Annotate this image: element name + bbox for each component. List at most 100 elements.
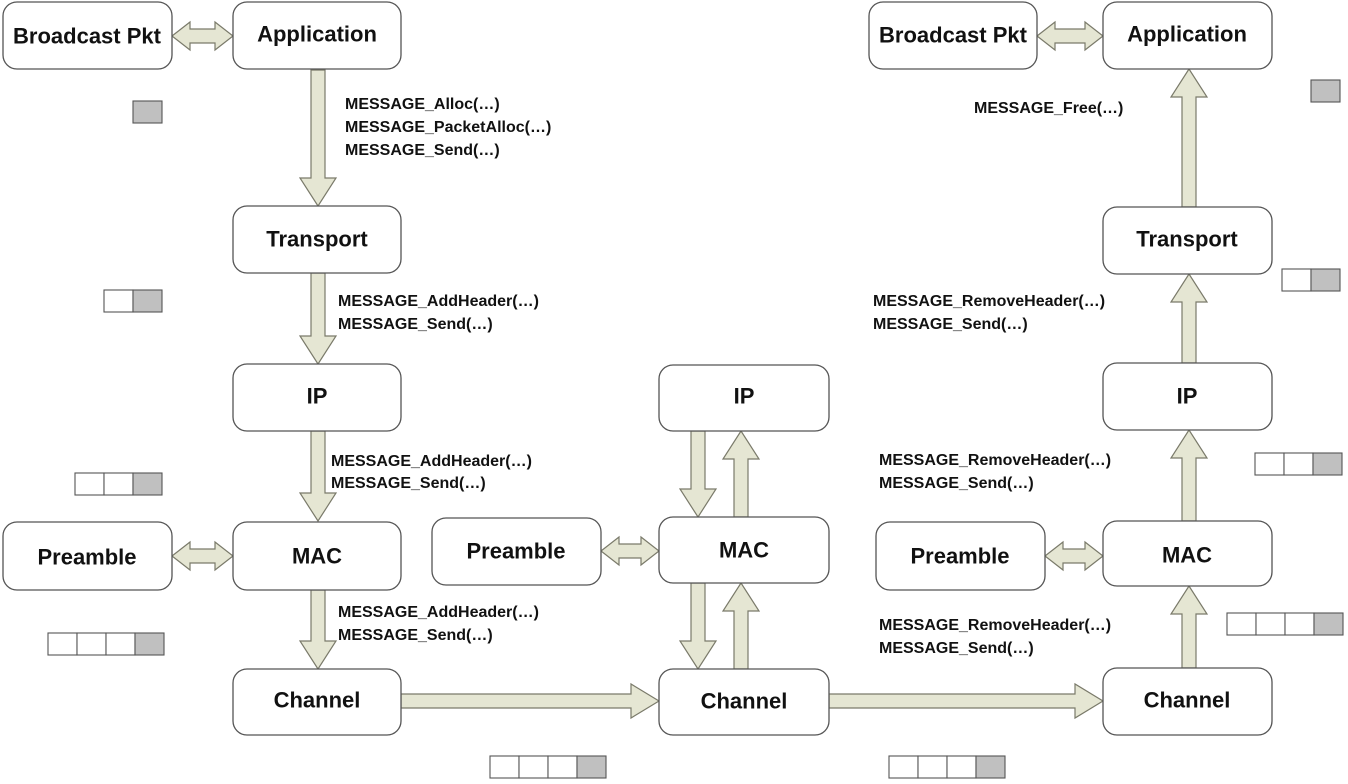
packet-icon-right-transport	[1281, 268, 1341, 292]
label-line: MESSAGE_Alloc(…)	[345, 96, 500, 113]
arrow-ip-to-transport-right	[1169, 272, 1209, 364]
label-line: MESSAGE_AddHeader(…)	[331, 453, 532, 470]
arrow-app-to-transport-left	[298, 69, 338, 208]
mac-box-right: MAC	[1102, 520, 1273, 587]
arrow-transport-to-app-right	[1169, 67, 1209, 208]
packet-header-cell	[917, 755, 948, 779]
packet-payload-cell	[132, 100, 163, 124]
packet-payload-cell	[1313, 612, 1344, 636]
preamble-box-mid: Preamble	[431, 517, 602, 586]
packet-payload-cell	[132, 289, 163, 313]
ip-box-mid: IP	[658, 364, 830, 432]
arrow-ip-to-mac-left	[298, 430, 338, 523]
packet-payload-cell	[1310, 268, 1341, 292]
transport-box-right: Transport	[1102, 206, 1273, 275]
arrow-channel-mid-to-right	[828, 682, 1105, 720]
preamble-label-mid: Preamble	[466, 539, 565, 564]
double-arrow-preamble-mac-right	[1044, 540, 1104, 572]
packet-header-cell	[547, 755, 578, 779]
transport-box-left: Transport	[232, 205, 402, 274]
broadcast-pkt-label-left: Broadcast Pkt	[13, 24, 162, 49]
arrow-ip-to-mac-mid-down	[678, 430, 718, 519]
label-transport-to-ip: MESSAGE_AddHeader(…) MESSAGE_Send(…)	[338, 293, 539, 333]
label-mac-to-channel: MESSAGE_AddHeader(…) MESSAGE_Send(…)	[338, 604, 539, 644]
packet-icon-channel-left	[489, 755, 607, 779]
packet-header-cell	[1254, 452, 1285, 476]
label-line: MESSAGE_AddHeader(…)	[338, 293, 539, 310]
arrow-channel-to-mac-mid-up	[721, 581, 761, 670]
packet-header-cell	[946, 755, 977, 779]
application-box-left: Application	[232, 1, 402, 70]
ip-box-right: IP	[1102, 362, 1273, 431]
broadcast-pkt-box-right: Broadcast Pkt	[868, 1, 1038, 70]
packet-payload-cell	[1312, 452, 1343, 476]
mac-box-mid: MAC	[658, 516, 830, 584]
channel-box-right: Channel	[1102, 667, 1273, 736]
preamble-box-right: Preamble	[875, 521, 1046, 591]
packet-icon-left-ip	[74, 472, 163, 496]
arrow-channel-left-to-mid	[400, 682, 661, 720]
packet-icon-left-mac	[47, 632, 165, 656]
packet-payload-cell	[576, 755, 607, 779]
packet-header-cell	[74, 472, 105, 496]
packet-header-cell	[1255, 612, 1286, 636]
application-label-right: Application	[1127, 22, 1247, 47]
application-box-right: Application	[1102, 1, 1273, 70]
mac-label-right: MAC	[1162, 543, 1212, 568]
channel-label-left: Channel	[274, 688, 361, 713]
packet-icon-right-mac	[1226, 612, 1344, 636]
packet-header-cell	[103, 289, 134, 313]
double-arrow-preamble-mac-left	[171, 540, 234, 572]
label-line: MESSAGE_Free(…)	[974, 100, 1123, 117]
packet-header-cell	[518, 755, 549, 779]
packet-icon-right-ip	[1254, 452, 1343, 476]
packet-header-cell	[1283, 452, 1314, 476]
packet-header-cell	[888, 755, 919, 779]
label-app-to-transport: MESSAGE_Alloc(…) MESSAGE_PacketAlloc(…) …	[345, 96, 551, 159]
label-line: MESSAGE_Send(…)	[338, 627, 493, 644]
label-line: MESSAGE_Send(…)	[331, 475, 486, 492]
channel-label-right: Channel	[1144, 688, 1231, 713]
ip-label-right: IP	[1177, 384, 1198, 409]
mac-box-left: MAC	[232, 521, 402, 591]
channel-box-mid: Channel	[658, 668, 830, 736]
arrow-mac-to-ip-right	[1169, 428, 1209, 522]
label-line: MESSAGE_Send(…)	[873, 316, 1028, 333]
transport-label-left: Transport	[266, 227, 368, 252]
packet-payload-cell	[132, 472, 163, 496]
broadcast-pkt-box-left: Broadcast Pkt	[2, 1, 173, 70]
ip-box-left: IP	[232, 363, 402, 432]
label-ip-to-transport-right: MESSAGE_RemoveHeader(…) MESSAGE_Send(…)	[873, 293, 1105, 333]
label-transport-to-app-right: MESSAGE_Free(…)	[974, 100, 1123, 117]
packet-header-cell	[103, 472, 134, 496]
packet-payload-cell	[1310, 79, 1341, 103]
label-line: MESSAGE_AddHeader(…)	[338, 604, 539, 621]
label-line: MESSAGE_RemoveHeader(…)	[873, 293, 1105, 310]
packet-payload-cell	[975, 755, 1006, 779]
packet-header-cell	[76, 632, 107, 656]
packet-icon-right-app	[1310, 79, 1341, 103]
packet-header-cell	[489, 755, 520, 779]
channel-box-left: Channel	[232, 668, 402, 736]
packet-icon-left-app	[132, 100, 163, 124]
packet-header-cell	[105, 632, 136, 656]
channel-label-mid: Channel	[701, 689, 788, 714]
transport-label-right: Transport	[1136, 227, 1238, 252]
arrow-mac-to-channel-left	[298, 589, 338, 671]
label-line: MESSAGE_Send(…)	[345, 142, 500, 159]
packet-icon-left-transport	[103, 289, 163, 313]
packet-header-cell	[1281, 268, 1312, 292]
label-line: MESSAGE_Send(…)	[338, 316, 493, 333]
preamble-box-left: Preamble	[2, 521, 173, 591]
arrow-transport-to-ip-left	[298, 272, 338, 366]
label-line: MESSAGE_RemoveHeader(…)	[879, 452, 1111, 469]
label-line: MESSAGE_Send(…)	[879, 640, 1034, 657]
arrow-mac-to-ip-mid-up	[721, 429, 761, 518]
label-mac-to-ip-right: MESSAGE_RemoveHeader(…) MESSAGE_Send(…)	[879, 452, 1111, 492]
label-line: MESSAGE_PacketAlloc(…)	[345, 119, 551, 136]
label-channel-to-mac-right: MESSAGE_RemoveHeader(…) MESSAGE_Send(…)	[879, 617, 1111, 657]
label-line: MESSAGE_Send(…)	[879, 475, 1034, 492]
ip-label-mid: IP	[734, 384, 755, 409]
packet-payload-cell	[134, 632, 165, 656]
